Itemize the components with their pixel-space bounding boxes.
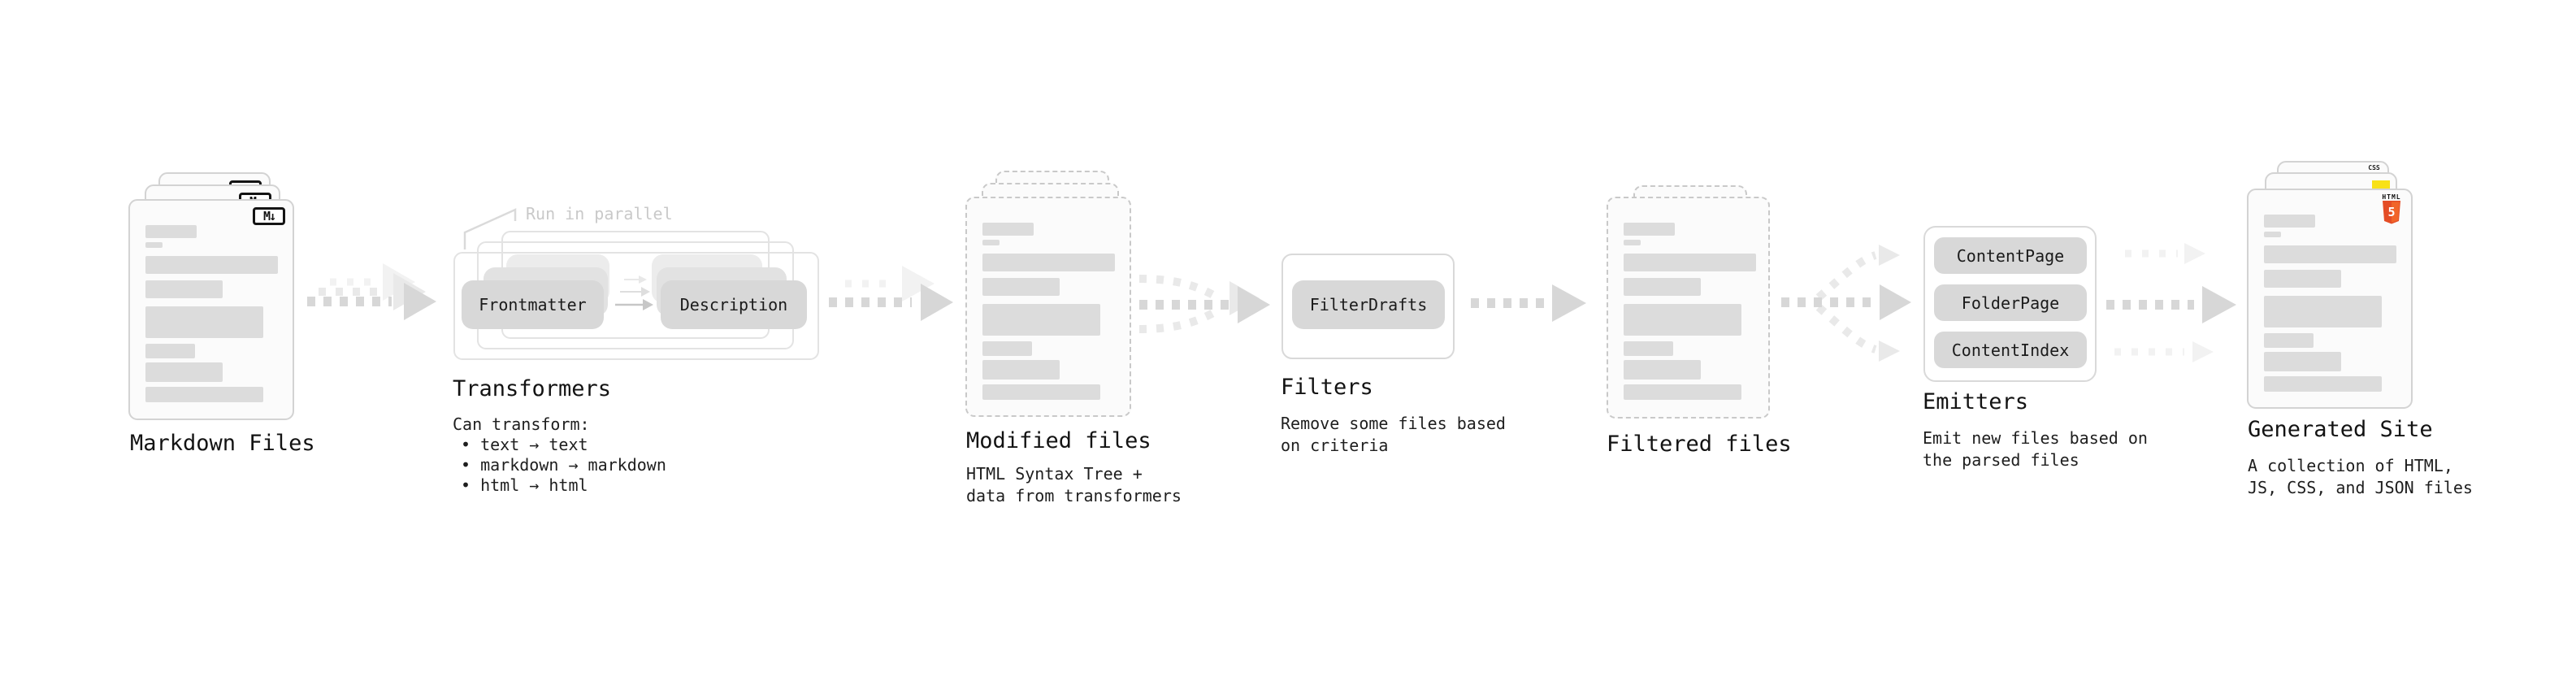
file-card-front	[965, 197, 1131, 417]
emitters-description: Emit new files based on the parsed files	[1923, 428, 2148, 470]
text-line-bar	[1624, 341, 1673, 356]
text-line-bar	[1624, 254, 1756, 271]
text-line-bar	[145, 280, 223, 298]
transformers-group: Frontmatter Description	[453, 231, 827, 369]
description-pill: Description	[661, 280, 807, 329]
text-line-bar	[1624, 360, 1701, 380]
text-line-bar	[1624, 278, 1701, 296]
flow-arrow-emitters-to-generated	[2106, 243, 2236, 362]
stage-title-markdown-files: Markdown Files	[130, 431, 315, 456]
text-line-bar	[145, 225, 197, 238]
text-line-bar	[1624, 304, 1741, 336]
emitter-pill-contentindex: ContentIndex	[1934, 332, 2087, 368]
text-line-bar	[982, 223, 1034, 236]
text-line-bar	[1624, 223, 1675, 236]
text-line-bar	[982, 360, 1060, 380]
emitters-box: ContentPage FolderPage ContentIndex	[1923, 226, 2097, 382]
generated-site-stack: CSS HTML 5	[2247, 161, 2419, 413]
text-line-bar	[1624, 240, 1641, 245]
transformer-box-front	[453, 252, 819, 360]
text-line-bar	[982, 240, 1000, 245]
transformers-description: Can transform: • text → text • markdown …	[453, 414, 666, 496]
stage-title-generated-site: Generated Site	[2248, 417, 2433, 442]
emitter-pill-contentpage: ContentPage	[1934, 237, 2087, 274]
text-line-bar	[145, 362, 223, 382]
stage-title-transformers: Transformers	[453, 376, 612, 401]
text-line-bar	[2264, 296, 2382, 327]
text-line-bar	[2264, 232, 2281, 237]
text-line-bar	[2264, 376, 2382, 392]
stage-title-emitters: Emitters	[1923, 389, 2029, 414]
bullet-html-to-html: • html → html	[461, 475, 588, 495]
stage-title-modified-files: Modified files	[966, 428, 1151, 453]
text-line-bar	[145, 242, 163, 248]
text-line-bar	[982, 254, 1115, 271]
text-line-bar	[2264, 270, 2341, 288]
can-transform-heading: Can transform:	[453, 414, 590, 434]
file-card-front	[1607, 197, 1770, 419]
run-in-parallel-note: Run in parallel	[526, 204, 673, 223]
text-line-bar	[145, 306, 263, 338]
markdown-files-stack: M↓ M↓ M↓	[128, 172, 299, 424]
text-line-bar	[145, 344, 195, 358]
flow-arrow-filtered-to-emitters	[1781, 245, 1911, 362]
bullet-markdown-to-markdown: • markdown → markdown	[461, 455, 666, 475]
modified-files-stack	[965, 171, 1136, 423]
generated-site-description: A collection of HTML, JS, CSS, and JSON …	[2248, 456, 2473, 497]
text-line-bar	[2264, 215, 2315, 228]
js-file-icon	[2372, 180, 2390, 190]
text-line-bar	[982, 304, 1100, 336]
markdown-icon: M↓	[253, 207, 285, 225]
html5-shield: 5	[2383, 201, 2400, 224]
text-line-bar	[2264, 352, 2341, 371]
filters-box: FilterDrafts	[1281, 254, 1455, 359]
modified-files-description: HTML Syntax Tree + data from transformer…	[966, 464, 1182, 505]
bullet-text-to-text: • text → text	[461, 435, 588, 454]
filters-description: Remove some files based on criteria	[1281, 414, 1506, 455]
text-line-bar	[1624, 384, 1741, 400]
flow-arrow-filters-to-filtered	[1471, 284, 1586, 322]
text-line-bar	[982, 384, 1100, 400]
text-line-bar	[982, 278, 1060, 296]
text-line-bar	[145, 256, 278, 274]
flow-arrow-modified-to-filters	[1138, 275, 1270, 333]
emitter-pill-folderpage: FolderPage	[1934, 284, 2087, 321]
stage-title-filters: Filters	[1281, 375, 1373, 400]
html5-icon: HTML 5	[2381, 193, 2402, 228]
flow-arrow-markdown-to-transformers	[307, 263, 436, 320]
file-card-front: HTML 5	[2247, 189, 2413, 409]
frontmatter-pill: Frontmatter	[462, 280, 604, 329]
filtered-files-stack	[1607, 185, 1777, 429]
filterdrafts-pill: FilterDrafts	[1292, 280, 1445, 329]
text-line-bar	[2264, 245, 2396, 263]
file-card-front: M↓	[128, 199, 294, 420]
text-line-bar	[982, 341, 1032, 356]
text-line-bar	[145, 387, 263, 402]
flow-arrow-transformers-to-modified	[829, 266, 953, 321]
stage-title-filtered-files: Filtered files	[1607, 432, 1792, 457]
text-line-bar	[2264, 333, 2314, 348]
svg-text:5: 5	[2387, 205, 2395, 219]
